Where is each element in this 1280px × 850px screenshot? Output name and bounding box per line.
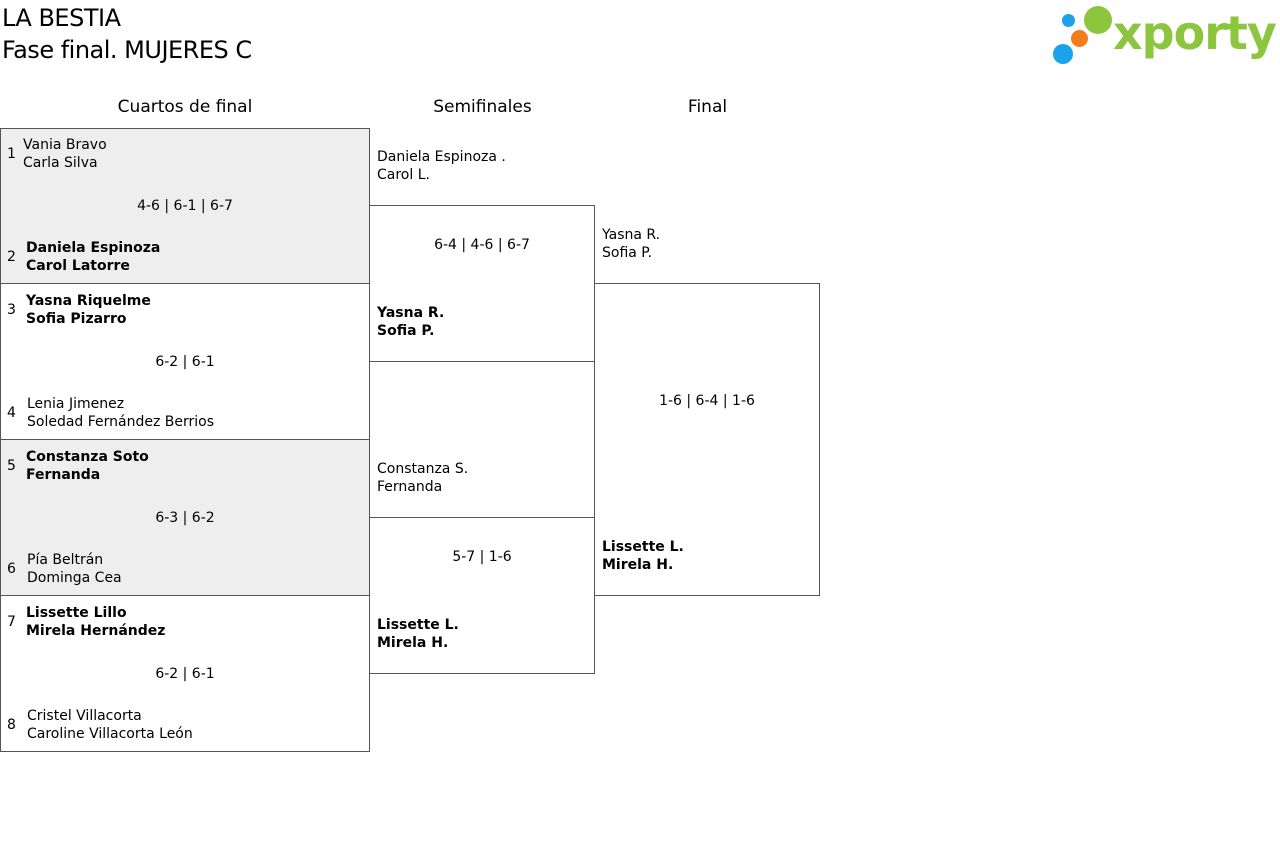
quarterfinal-match-3 [0, 439, 370, 596]
player-name: Soledad Fernández Berrios [27, 414, 215, 430]
logo-wordmark: xporty [1113, 6, 1277, 60]
match-score: 6-2 | 6-1 [155, 666, 215, 682]
team-pair-winner[interactable]: Lissette Lillo Mirela Hernández [26, 604, 165, 640]
player-name: Sofia P. [377, 323, 435, 339]
player-name: Lissette Lillo [26, 605, 127, 621]
player-name: Daniela Espinoza [26, 240, 161, 256]
team-pair[interactable]: Constanza S. Fernanda [377, 460, 468, 496]
column-header-final: Final [687, 97, 728, 117]
player-name: Dominga Cea [27, 570, 122, 586]
seed-number: 5 [7, 458, 16, 474]
team-pair-winner[interactable]: Yasna Riquelme Sofia Pizarro [26, 292, 151, 328]
match-score: 1-6 | 6-4 | 1-6 [659, 393, 755, 409]
final-match [594, 283, 820, 596]
event-title: LA BESTIA [2, 4, 121, 32]
player-name: Yasna Riquelme [26, 293, 151, 309]
match-score: 6-4 | 4-6 | 6-7 [434, 237, 530, 253]
team-pair-winner[interactable]: Lissette L. Mirela H. [377, 616, 459, 652]
player-name: Vania Bravo [23, 137, 107, 153]
player-name: Constanza S. [377, 461, 469, 477]
column-header-semifinals: Semifinales [433, 97, 532, 117]
logo-dot-orange [1071, 30, 1088, 47]
player-name: Carol L. [377, 167, 430, 183]
player-name: Fernanda [26, 467, 101, 483]
seed-number: 3 [7, 302, 16, 318]
phase-title: Fase final. MUJERES C [2, 36, 252, 64]
player-name: Mirela Hernández [26, 623, 166, 639]
seed-number: 6 [7, 561, 16, 577]
team-pair[interactable]: Vania Bravo Carla Silva [23, 136, 107, 172]
match-score: 4-6 | 6-1 | 6-7 [137, 198, 233, 214]
match-score: 6-3 | 6-2 [155, 510, 215, 526]
team-pair-winner[interactable]: Lissette L. Mirela H. [602, 538, 684, 574]
player-name: Lissette L. [602, 539, 684, 555]
logo-dot-blue-top [1062, 14, 1075, 27]
column-header-quarterfinals: Cuartos de final [117, 97, 253, 117]
player-name: Fernanda [377, 479, 443, 495]
player-name: Constanza Soto [26, 449, 149, 465]
player-name: Carla Silva [23, 155, 98, 171]
xporty-logo[interactable]: xporty [1050, 2, 1277, 68]
player-name: Sofia Pizarro [26, 311, 127, 327]
player-name: Yasna R. [602, 227, 661, 243]
team-pair[interactable]: Pía Beltrán Dominga Cea [27, 551, 122, 587]
team-pair[interactable]: Daniela Espinoza . Carol L. [377, 148, 506, 184]
logo-dot-blue-bottom [1053, 44, 1073, 64]
player-name: Lenia Jimenez [27, 396, 125, 412]
player-name: Daniela Espinoza . [377, 149, 506, 165]
match-score: 6-2 | 6-1 [155, 354, 215, 370]
seed-number: 1 [7, 146, 16, 162]
player-name: Mirela H. [377, 635, 449, 651]
team-pair-winner[interactable]: Yasna R. Sofia P. [377, 304, 444, 340]
team-pair-winner[interactable]: Daniela Espinoza Carol Latorre [26, 239, 160, 275]
player-name: Mirela H. [602, 557, 674, 573]
seed-number: 7 [7, 614, 16, 630]
match-score: 5-7 | 1-6 [452, 549, 512, 565]
player-name: Pía Beltrán [27, 552, 104, 568]
player-name: Caroline Villacorta León [27, 726, 193, 742]
player-name: Sofia P. [602, 245, 653, 261]
quarterfinal-match-1 [0, 128, 370, 284]
player-name: Yasna R. [377, 305, 445, 321]
player-name: Lissette L. [377, 617, 459, 633]
player-name: Cristel Villacorta [27, 708, 142, 724]
team-pair-winner[interactable]: Constanza Soto Fernanda [26, 448, 149, 484]
team-pair[interactable]: Cristel Villacorta Caroline Villacorta L… [27, 707, 193, 743]
team-pair[interactable]: Lenia Jimenez Soledad Fernández Berrios [27, 395, 214, 431]
seed-number: 2 [7, 249, 16, 265]
team-pair[interactable]: Yasna R. Sofia P. [602, 226, 660, 262]
logo-dot-green [1084, 6, 1112, 34]
seed-number: 8 [7, 717, 16, 733]
seed-number: 4 [7, 405, 16, 421]
player-name: Carol Latorre [26, 258, 130, 274]
